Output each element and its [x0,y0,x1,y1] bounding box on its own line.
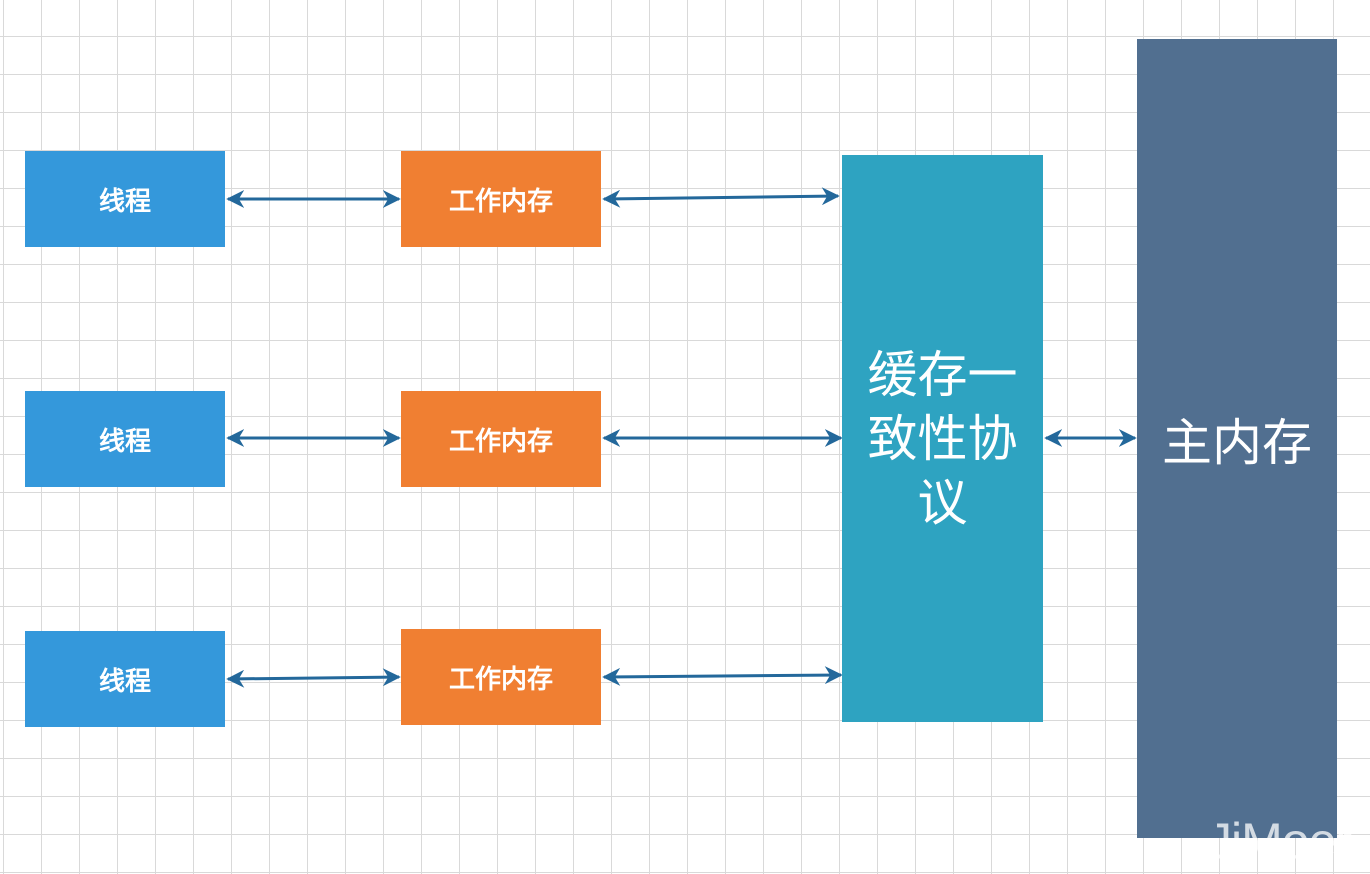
cache-coherence-protocol-label: 缓存一致性协议 [867,345,1018,532]
cache-coherence-protocol-box[interactable]: 缓存一致性协议 [842,155,1043,722]
work-memory-label: 工作内存 [448,664,553,695]
thread-label: 线程 [98,666,151,697]
main-memory-label: 主内存 [1162,413,1312,472]
work-memory-label: 工作内存 [448,186,553,217]
arrow-workmem1-protocol [602,187,840,208]
work-memory-box-1[interactable]: 工作内存 [401,151,601,247]
thread-box-3[interactable]: 线程 [25,631,225,727]
thread-box-2[interactable]: 线程 [25,391,225,487]
thread-box-1[interactable]: 线程 [25,151,225,247]
watermark-text: JiMoer [1207,813,1352,869]
work-memory-box-2[interactable]: 工作内存 [401,391,601,487]
arrow-thread3-workmem3 [226,668,401,688]
thread-label: 线程 [98,426,151,457]
work-memory-box-3[interactable]: 工作内存 [401,629,601,725]
arrow-workmem3-protocol [602,666,843,686]
main-memory-box[interactable]: 主内存 [1137,39,1337,838]
thread-label: 线程 [98,186,151,217]
work-memory-label: 工作内存 [448,426,553,457]
